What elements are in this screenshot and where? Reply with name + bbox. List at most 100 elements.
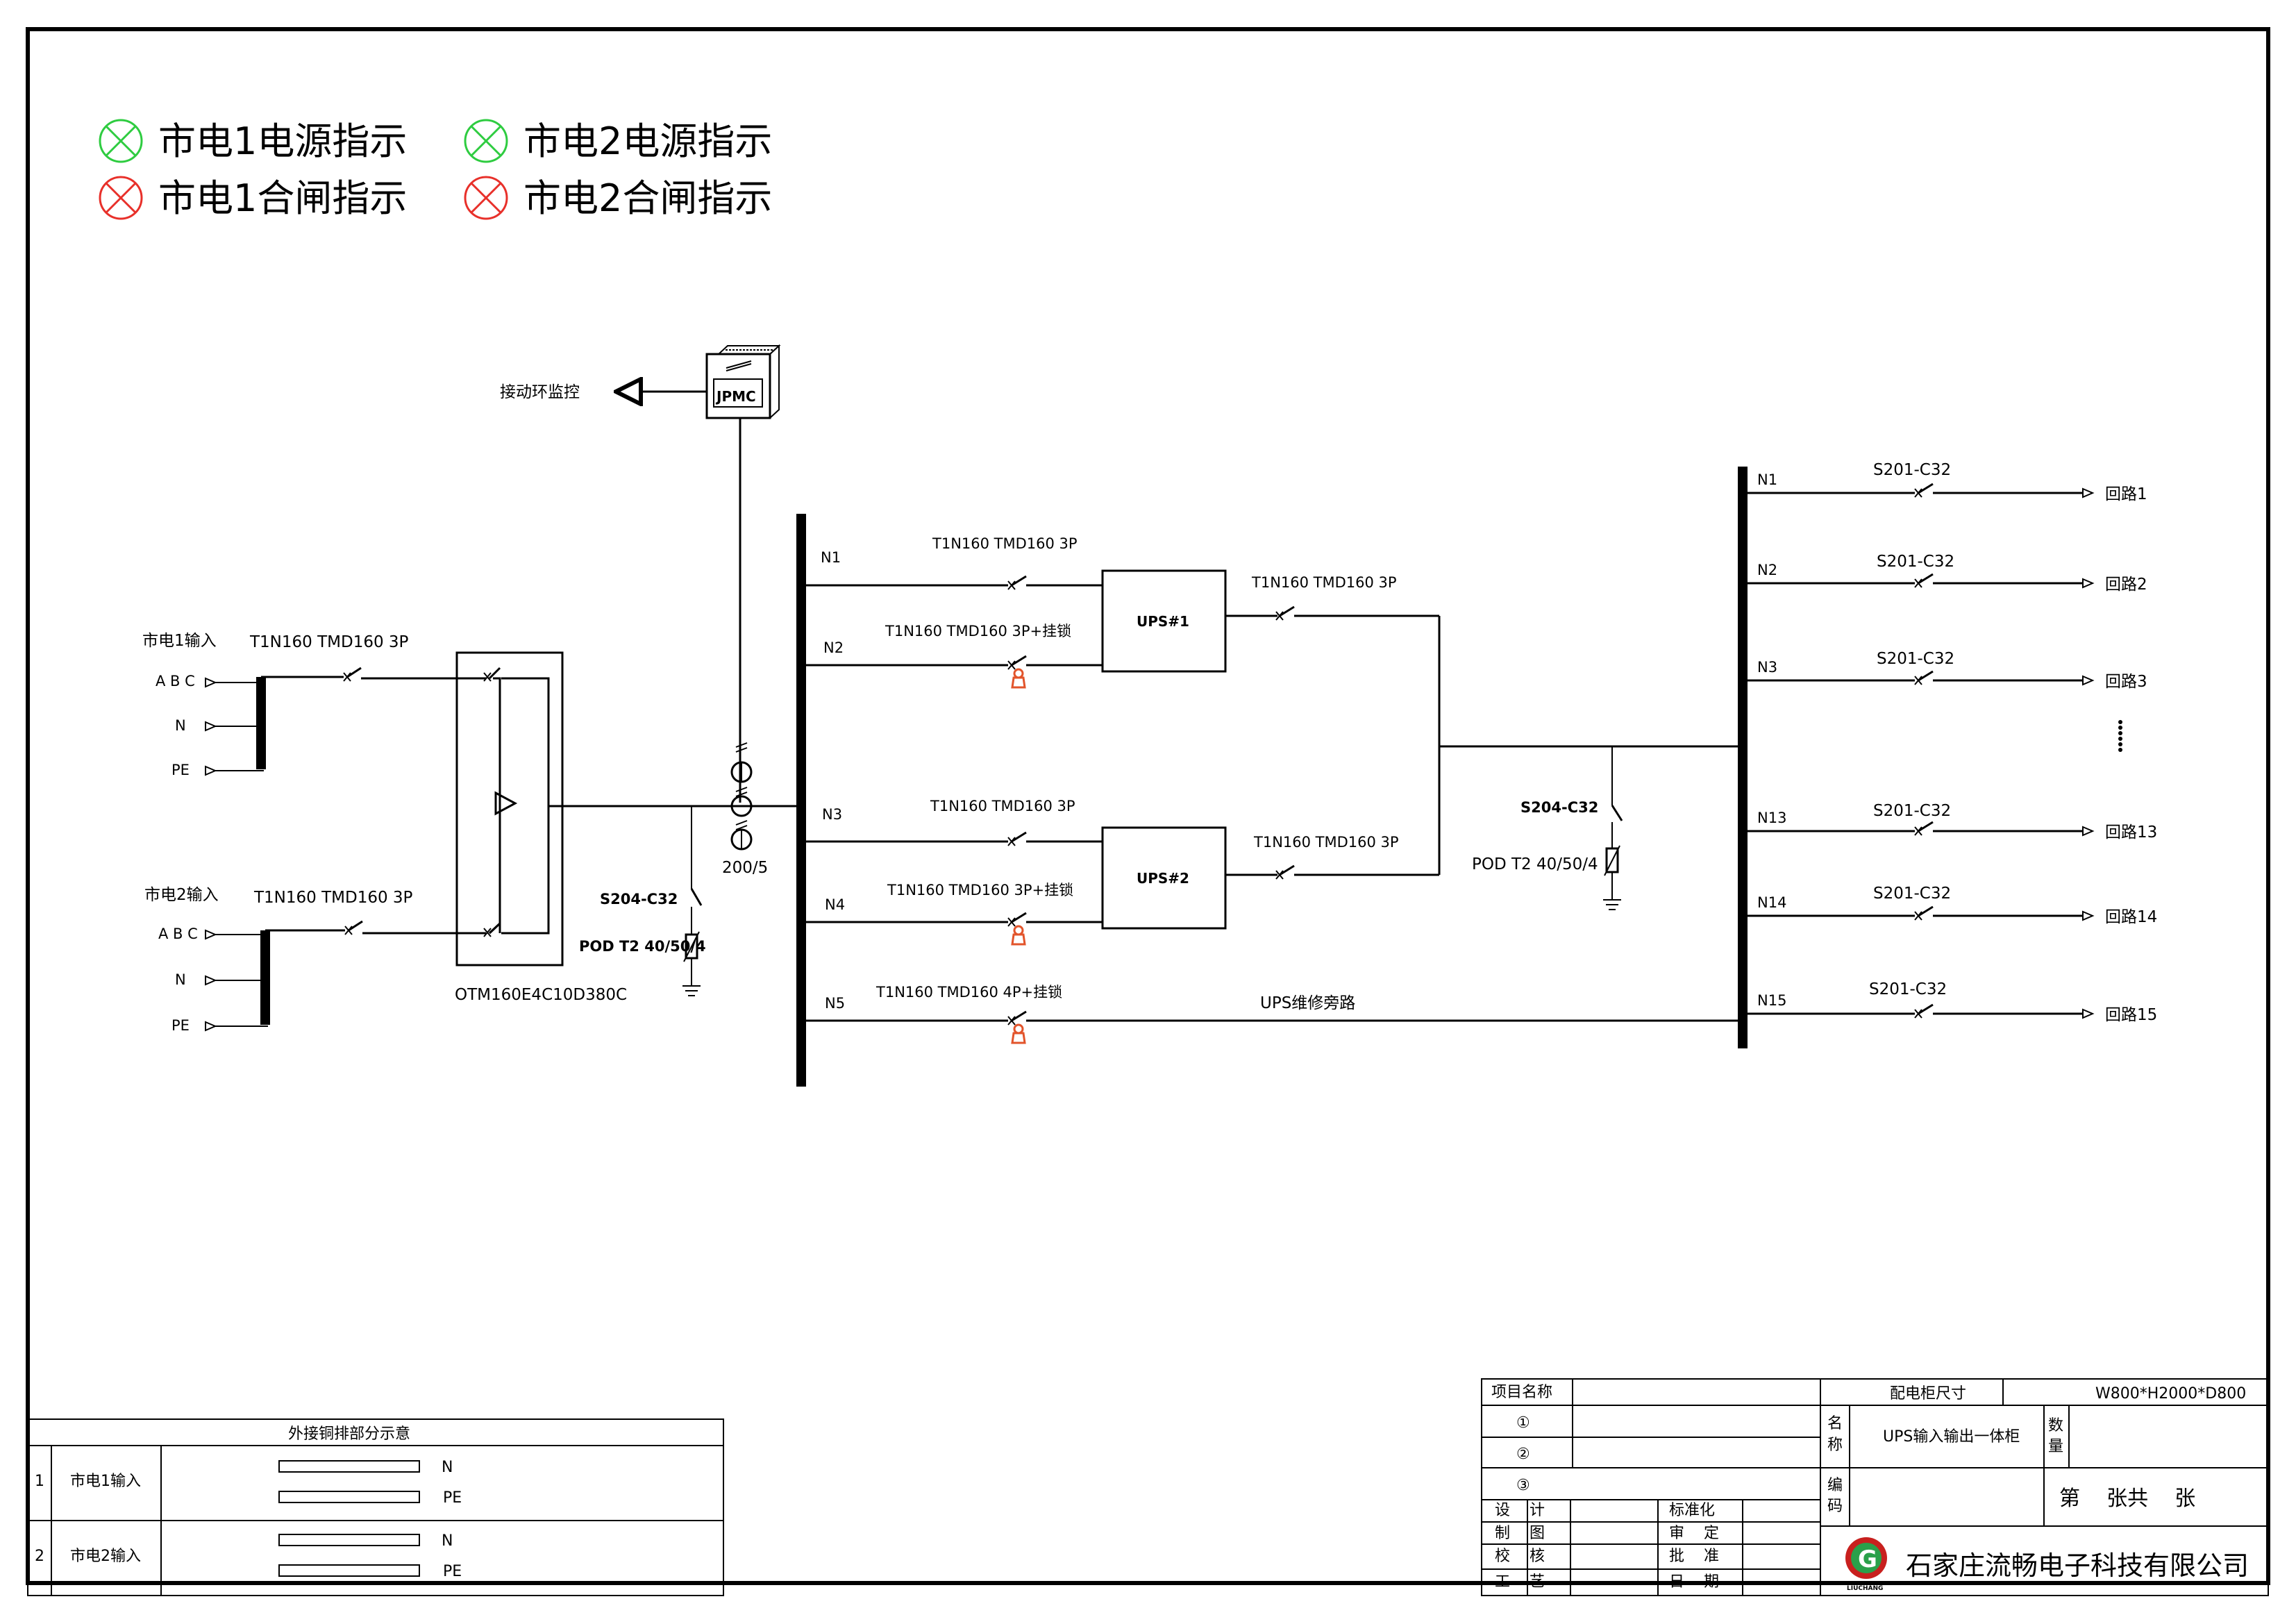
item-3: ③ xyxy=(1516,1477,1530,1494)
bus-n2: N2 xyxy=(823,639,844,656)
cabinet-size-label: 配电柜尺寸 xyxy=(1890,1385,1966,1403)
ups2-label: UPS#2 xyxy=(1137,870,1189,887)
output-circuit-n: N14 xyxy=(1757,894,1786,911)
branch-n4 xyxy=(805,912,1103,927)
mains2-input: 市电2输入 A B C N PE T1N160 TMD160 3P xyxy=(144,886,492,1034)
name-value: UPS输入输出一体柜 xyxy=(1883,1428,2020,1446)
svg-text:LIUCHANG: LIUCHANG xyxy=(1847,1585,1883,1592)
ups2-output-breaker: T1N160 TMD160 3P xyxy=(1253,834,1399,851)
ellipsis-icon xyxy=(2118,720,2122,752)
indicator-lamp-green-icon xyxy=(99,119,143,163)
sheet-count: 第 张共 张 xyxy=(2059,1487,2195,1511)
breaker-n5-label: T1N160 TMD160 4P+挂锁 xyxy=(875,984,1062,1001)
process-label: 工 艺 xyxy=(1495,1573,1545,1591)
breaker-n1-label: T1N160 TMD160 3P xyxy=(932,535,1078,552)
bus-n1: N1 xyxy=(821,549,841,566)
qty-label-2: 量 xyxy=(2048,1438,2063,1455)
output-circuit-breaker: S201-C32 xyxy=(1877,650,1954,668)
spd-right-model: POD T2 40/50/4 xyxy=(1472,855,1598,873)
mains2-breaker-label: T1N160 TMD160 3P xyxy=(253,889,413,907)
output-circuit-name: 回路1 xyxy=(2105,485,2147,503)
code-label-2: 码 xyxy=(1827,1498,1843,1515)
output-circuit-name: 回路13 xyxy=(2105,823,2157,842)
qty-label-1: 数 xyxy=(2048,1417,2063,1434)
drawing-label: 制 图 xyxy=(1495,1525,1545,1542)
spd-right-breaker: S204-C32 xyxy=(1520,799,1598,816)
mains2-breaker-icon xyxy=(265,920,492,937)
copper-row-1-n: N xyxy=(442,1459,453,1476)
output-circuit-name: 回路3 xyxy=(2105,673,2147,691)
padlock-icon xyxy=(1011,925,1026,946)
output-circuit-breaker: S201-C32 xyxy=(1877,553,1954,571)
copper-table-title: 外接铜排部分示意 xyxy=(288,1425,410,1443)
mains1-input: 市电1输入 A B C N PE T1N160 TMD160 3P xyxy=(142,632,492,778)
legend-mains1-close: 市电1合闸指示 xyxy=(158,176,407,220)
svg-text:G: G xyxy=(1858,1546,1877,1573)
copper-row-2-pe: PE xyxy=(443,1563,462,1580)
output-circuit-breaker: S201-C32 xyxy=(1873,885,1951,903)
mains1-abc-label: A B C xyxy=(156,673,195,689)
output-circuit-row: N1 S201-C32 回路1 xyxy=(1747,461,2147,503)
output-circuit-breaker: S201-C32 xyxy=(1873,461,1951,479)
output-circuit-n: N13 xyxy=(1757,810,1786,826)
output-circuit-n: N1 xyxy=(1757,471,1777,488)
standard-label: 标准化 xyxy=(1669,1502,1715,1519)
bus-n3: N3 xyxy=(822,806,842,823)
mains1-input-title: 市电1输入 xyxy=(142,632,217,650)
breaker-n2-label: T1N160 TMD160 3P+挂锁 xyxy=(885,623,1071,639)
cabinet-size-value: W800*H2000*D800 xyxy=(2095,1385,2246,1403)
ups1-label: UPS#1 xyxy=(1137,613,1189,630)
branch-n2 xyxy=(805,655,1103,670)
surge-protector-icon xyxy=(1603,822,1621,910)
breaker-n4-label: T1N160 TMD160 3P+挂锁 xyxy=(887,882,1073,898)
ct-ratio: 200/5 xyxy=(722,859,768,877)
padlock-icon xyxy=(1011,668,1026,689)
legend: 市电1电源指示 市电2电源指示 市电1合闸指示 市电2合闸指示 xyxy=(99,119,772,220)
spd-left-model: POD T2 40/50/4 xyxy=(579,938,706,955)
copper-row-2-n: N xyxy=(442,1532,453,1550)
date-label: 日 期 xyxy=(1669,1573,1719,1591)
ups2-unit: UPS#2 T1N160 TMD160 3P xyxy=(1101,826,1439,930)
design-label: 设 计 xyxy=(1495,1502,1545,1519)
item-2: ② xyxy=(1516,1446,1530,1463)
indicator-lamp-red-icon xyxy=(464,176,508,220)
breaker-n3-label: T1N160 TMD160 3P xyxy=(930,798,1075,814)
mains2-input-title: 市电2输入 xyxy=(144,886,219,904)
bus-n4: N4 xyxy=(825,896,845,913)
copper-row-1-name: 市电1输入 xyxy=(70,1473,141,1490)
indicator-lamp-red-icon xyxy=(99,176,143,220)
output-circuit-breaker: S201-C32 xyxy=(1873,802,1951,820)
copper-row-2-no: 2 xyxy=(35,1548,44,1565)
copper-bar-table: 外接铜排部分示意 1 市电1输入 N PE 2 市电2输入 N PE xyxy=(27,1418,724,1596)
mains2-abc-label: A B C xyxy=(158,926,198,942)
ats-enclosure xyxy=(455,651,564,966)
spd-right: S204-C32 POD T2 40/50/4 xyxy=(1472,746,1623,910)
ats-switch: OTM160E4C10D380C xyxy=(455,651,798,1004)
jpmc-label: JPMC xyxy=(715,388,756,405)
legend-mains1-power: 市电1电源指示 xyxy=(158,119,407,163)
review-label: 审 定 xyxy=(1669,1525,1719,1542)
output-circuit-name: 回路2 xyxy=(2105,576,2147,594)
monitor-module: 接动环监控 JPMC xyxy=(500,344,781,803)
surge-protector-icon xyxy=(682,907,701,996)
mains2-pe-label: PE xyxy=(171,1017,190,1034)
output-circuit-row: N14 S201-C32 回路14 xyxy=(1747,885,2157,926)
spd-left: S204-C32 POD T2 40/50/4 xyxy=(579,806,706,996)
output-circuit-name: 回路15 xyxy=(2105,1006,2157,1024)
name-label-1: 名 xyxy=(1827,1415,1843,1432)
output-circuit-row: N13 S201-C32 回路13 xyxy=(1747,802,2157,842)
drawing-frame xyxy=(26,27,2270,1585)
name-label-2: 称 xyxy=(1827,1437,1843,1454)
bus-n5: N5 xyxy=(825,995,845,1012)
copper-row-1-no: 1 xyxy=(35,1473,44,1490)
project-name-label: 项目名称 xyxy=(1491,1384,1552,1401)
output-circuits: N1 S201-C32 回路1 N2 S201-C32 回路2 N3 S201-… xyxy=(1747,461,2157,1024)
output-circuit-name: 回路14 xyxy=(2105,908,2157,926)
mains1-breaker-icon xyxy=(261,667,492,682)
mains2-n-label: N xyxy=(175,971,186,988)
legend-mains2-close: 市电2合闸指示 xyxy=(523,176,772,220)
indicator-lamp-green-icon xyxy=(464,119,508,163)
title-block: 项目名称 ① ② ③ 配电柜尺寸 W800*H2000*D800 名 称 UPS… xyxy=(1481,1378,2269,1596)
output-circuit-n: N15 xyxy=(1757,992,1786,1009)
